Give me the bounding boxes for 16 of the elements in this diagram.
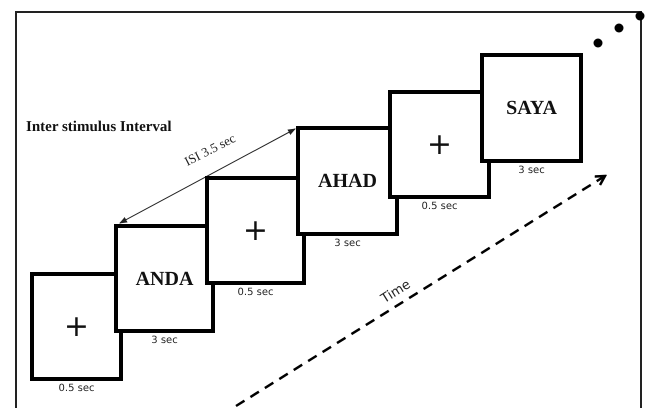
duration-label: 3 sec [334,238,361,249]
stimulus-word: ANDA [136,268,194,288]
duration-label: 0.5 sec [422,201,458,212]
axis-label: Time [378,277,414,307]
stimulus-word: SAYA [506,98,557,118]
duration-label: 0.5 sec [238,287,274,298]
duration-label: 3 sec [518,165,545,176]
fixation-cross: + [426,130,452,160]
edge-label: ISI 3.5 sec [182,130,238,170]
duration-label: 0.5 sec [58,383,94,394]
fixation-cross: + [64,312,90,342]
duration-label: 3 sec [151,335,178,346]
stimulus-word: AHAD [318,171,377,191]
fixation-cross: + [242,216,268,246]
interval-arrow [119,128,296,224]
diagram-title: Inter stimulus Interval [26,119,172,136]
